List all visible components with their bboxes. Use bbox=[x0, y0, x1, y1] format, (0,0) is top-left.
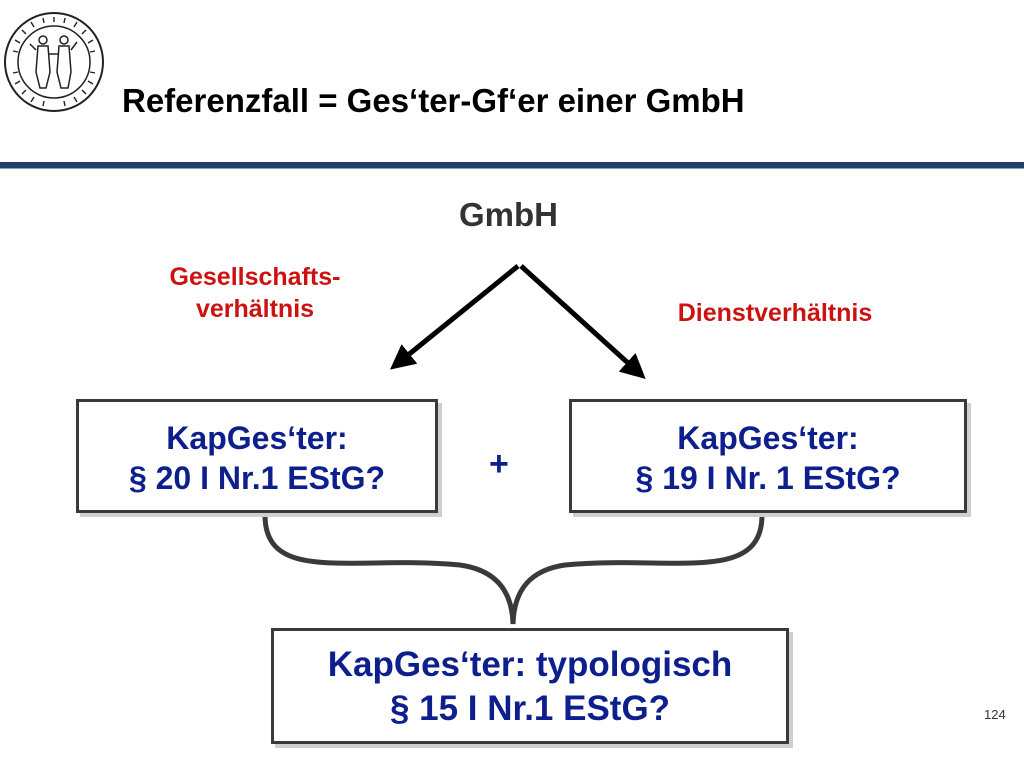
university-seal-icon bbox=[4, 12, 104, 112]
left-box-line-1: KapGes‘ter: bbox=[166, 420, 348, 456]
bottom-box: KapGes‘ter: typologisch § 15 I Nr.1 EStG… bbox=[271, 628, 789, 744]
bottom-box-line-1: KapGes‘ter: typologisch bbox=[327, 645, 733, 684]
relation-left-label: Gesellschafts- verhältnis bbox=[130, 261, 380, 325]
right-box: KapGes‘ter: § 19 I Nr. 1 EStG? bbox=[569, 399, 967, 513]
slide-title: Referenzfall = Ges‘ter-Gf‘er einer GmbH bbox=[122, 82, 745, 119]
left-box-line-2: § 20 I Nr.1 EStG? bbox=[128, 460, 386, 496]
arrow-to-left-box bbox=[390, 264, 520, 370]
root-entity-label: GmbH bbox=[459, 196, 558, 233]
relation-right-label: Dienstverhältnis bbox=[677, 299, 873, 327]
bottom-box-line-2: § 15 I Nr.1 EStG? bbox=[389, 689, 671, 728]
page-number: 124 bbox=[984, 707, 1006, 722]
title-divider bbox=[0, 162, 1024, 168]
plus-sign: + bbox=[489, 445, 509, 483]
relation-left-line-2: verhältnis bbox=[195, 295, 315, 323]
curly-brace bbox=[262, 514, 765, 625]
arrow-to-right-box bbox=[519, 264, 646, 380]
right-box-line-2: § 19 I Nr. 1 EStG? bbox=[635, 460, 901, 496]
right-box-line-1: KapGes‘ter: bbox=[677, 420, 859, 456]
relation-left-line-1: Gesellschafts- bbox=[169, 263, 341, 291]
title-divider-highlight bbox=[0, 168, 1024, 169]
left-box: KapGes‘ter: § 20 I Nr.1 EStG? bbox=[76, 399, 438, 513]
